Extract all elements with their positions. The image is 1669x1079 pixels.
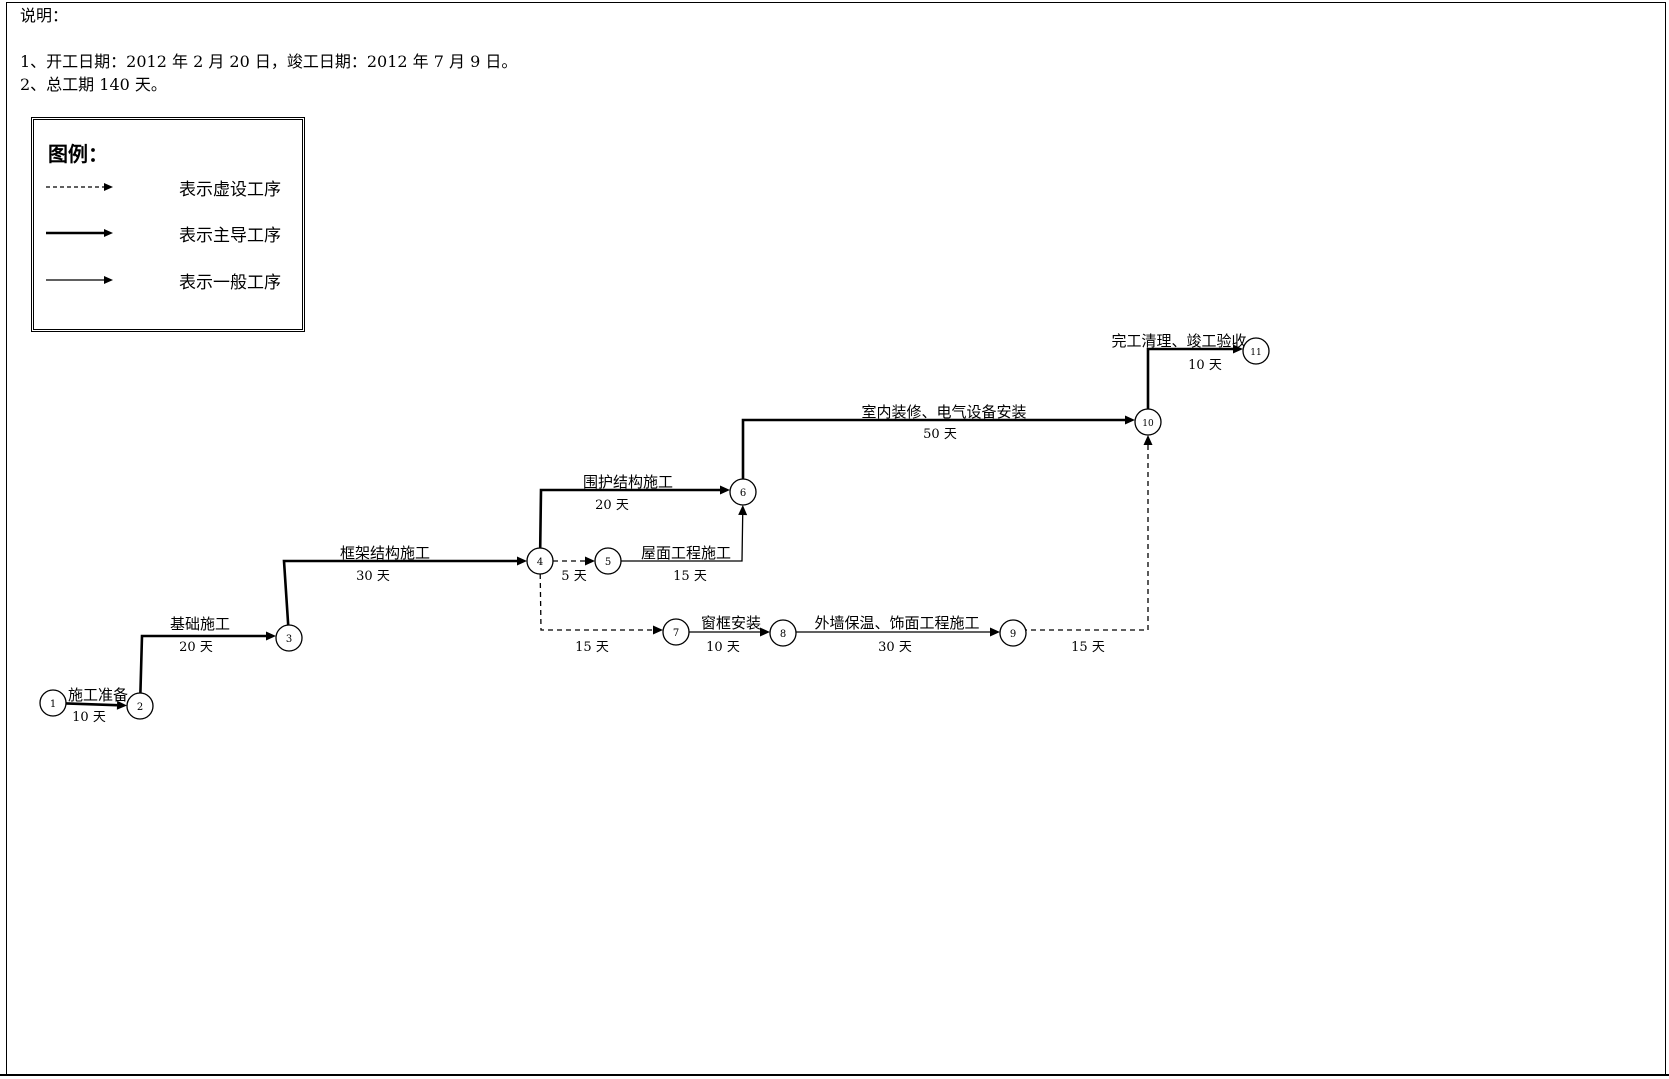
activity-arrow-4-7 [539,573,653,631]
node-label-11: 11 [1250,348,1261,358]
arrow-head-4-7 [653,625,663,635]
legend-title: 图例： [48,142,108,166]
legend-item-critical: 表示主导工序 [46,221,296,246]
activity-name-5-6: 屋面工程施工 [641,544,731,562]
arrow-head-4-6 [720,485,730,495]
activity-duration-5-6: 15 天 [673,569,707,584]
node-circle-5 [594,547,622,575]
arrow-head-4-5 [585,556,595,566]
activity-arrow-10-11 [1146,347,1233,409]
activity-arrow-5-6 [621,514,744,562]
thin-arrow-icon [46,276,113,284]
notes-line-2: 2、总工期 140 天。 [20,75,167,94]
activity-arrow-6-10 [741,418,1125,479]
dashed-arrow-icon [46,183,113,191]
arrow-head-2-3 [266,631,276,641]
activity-name-3-4: 框架结构施工 [340,544,430,562]
legend-item-label: 表示一般工序 [179,273,281,293]
bottom-rule [0,1074,1669,1076]
arrow-head-7-8 [760,627,770,637]
activity-name-1-2: 施工准备 [68,686,128,704]
activity-duration-9-10: 15 天 [1071,640,1105,655]
legend-item-dummy: 表示虚设工序 [46,175,296,200]
node-circle-1 [39,689,67,717]
node-circle-10 [1134,408,1162,436]
activity-arrow-2-3 [139,634,266,694]
activity-arrow-4-6 [538,488,720,549]
node-label-9: 9 [1010,629,1016,640]
arrow-head-5-6 [738,504,748,516]
arrow-head-9-10 [1143,435,1153,445]
legend-item-label: 表示主导工序 [179,226,281,246]
arrow-head-3-4 [517,556,527,566]
activity-duration-2-3: 20 天 [179,640,213,655]
arrow-head-1-2 [116,700,128,710]
node-circle-11 [1242,337,1270,365]
node-label-4: 4 [537,557,543,568]
activity-arrow-9-10 [1013,445,1149,631]
node-label-5: 5 [605,557,611,568]
node-label-8: 8 [780,629,786,640]
activity-name-2-3: 基础施工 [170,615,230,633]
notes-line-1: 1、开工日期：2012 年 2 月 20 日，竣工日期：2012 年 7 月 9… [20,52,518,71]
legend-item-label: 表示虚设工序 [179,180,281,200]
node-label-6: 6 [740,488,746,499]
node-circle-2 [126,692,154,720]
notes: 说明： 1、开工日期：2012 年 2 月 20 日，竣工日期：2012 年 7… [20,4,517,96]
node-label-10: 10 [1142,419,1154,429]
activity-name-6-10: 室内装修、电气设备安装 [861,403,1026,421]
notes-heading: 说明： [20,6,69,25]
arrow-head-6-10 [1125,415,1135,425]
node-label-2: 2 [137,702,143,713]
node-circle-4 [526,547,554,575]
node-circle-6 [729,478,757,506]
legend-item-general: 表示一般工序 [46,268,296,293]
node-label-7: 7 [673,628,679,639]
arrow-head-10-11 [1233,344,1243,354]
activity-arrow-1-2 [65,702,118,707]
activity-duration-1-2: 10 天 [72,710,106,725]
arrow-head-8-9 [990,627,1000,637]
node-circle-9 [999,619,1027,647]
activity-name-8-9: 外墙保温、饰面工程施工 [814,614,979,632]
activity-duration-6-10: 50 天 [923,427,957,442]
activity-arrow-3-4 [282,559,517,626]
activity-duration-4-7: 15 天 [575,640,609,655]
activity-duration-10-11: 10 天 [1188,358,1222,373]
legend-box: 图例： 表示虚设工序 表示主导工序 表示一般工序 [31,117,305,332]
node-label-1: 1 [50,699,56,710]
activity-name-7-8: 窗框安装 [701,614,761,632]
node-circle-8 [769,619,797,647]
node-label-3: 3 [286,634,292,645]
activity-duration-8-9: 30 天 [878,640,912,655]
activity-name-10-11: 完工清理、竣工验收 [1111,332,1246,350]
page-frame [6,2,1666,1074]
node-circle-7 [662,618,690,646]
activity-name-4-6: 围护结构施工 [583,473,673,491]
node-circle-3 [275,624,303,652]
activity-duration-4-5: 5 天 [561,569,586,584]
activity-duration-4-6: 20 天 [595,498,629,513]
activity-duration-3-4: 30 天 [356,569,390,584]
bold-arrow-icon [46,229,113,237]
activity-duration-7-8: 10 天 [706,640,740,655]
